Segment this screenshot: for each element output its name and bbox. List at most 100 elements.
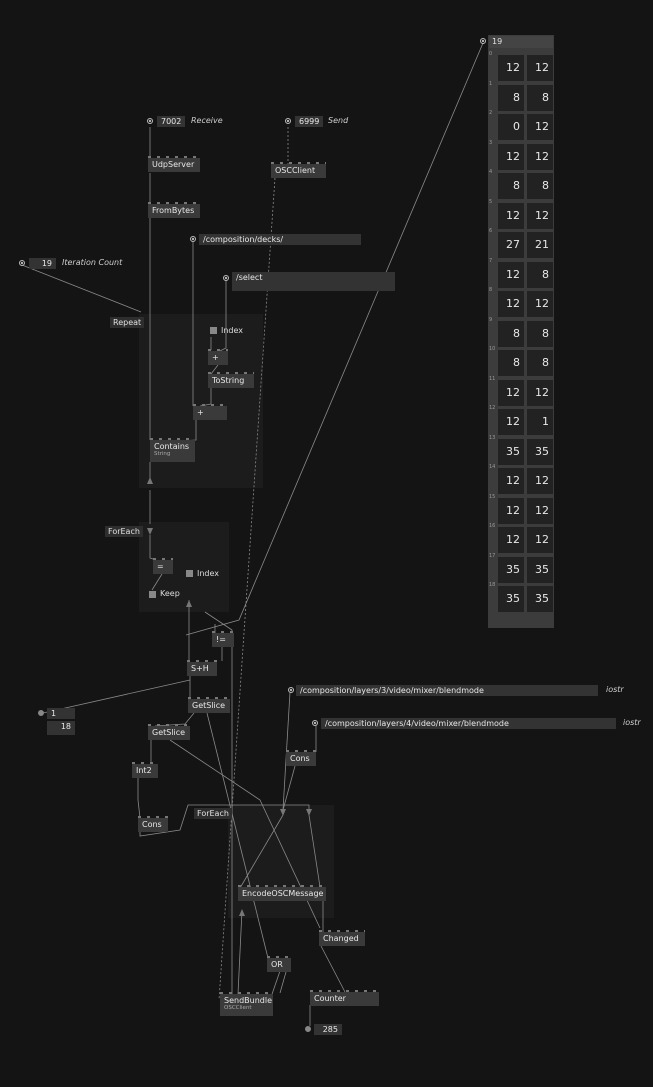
spread-cell-a[interactable]: 0 xyxy=(498,114,524,140)
send-port-box[interactable]: 6999 xyxy=(295,116,323,127)
spread-cell-b[interactable]: 8 xyxy=(527,173,553,199)
foreach2-input-triangle-2[interactable] xyxy=(306,809,312,816)
layer3-string-box[interactable]: /composition/layers/3/video/mixer/blendm… xyxy=(296,685,598,696)
spread-cell-b[interactable]: 12 xyxy=(527,380,553,406)
counter-node[interactable]: Counter xyxy=(310,990,379,1006)
spread-cell-a[interactable]: 12 xyxy=(498,380,524,406)
oscclient-node[interactable]: OSCClient xyxy=(271,162,326,178)
repeat-label: Repeat xyxy=(110,317,145,328)
spread-cell-b[interactable]: 21 xyxy=(527,232,553,258)
spread-row-index: 11 xyxy=(489,376,496,382)
spread-cell-b[interactable]: 35 xyxy=(527,439,553,465)
spread-cell-a[interactable]: 12 xyxy=(498,262,524,288)
spread-cell-b[interactable]: 35 xyxy=(527,557,553,583)
foreach2-output-triangle[interactable] xyxy=(239,909,245,916)
spread-cell-a[interactable]: 12 xyxy=(498,55,524,81)
layer4-string-pin[interactable] xyxy=(312,720,318,726)
spread-cell-a[interactable]: 12 xyxy=(498,291,524,317)
counter-output-pin[interactable] xyxy=(305,1026,311,1032)
tostring-node[interactable]: ToString xyxy=(208,372,254,388)
foreach-region-2[interactable] xyxy=(228,805,334,918)
changed-node[interactable]: Changed xyxy=(319,930,365,946)
spread-cell-a[interactable]: 8 xyxy=(498,350,524,376)
spread-row-index: 2 xyxy=(489,110,493,116)
spread-cell-b[interactable]: 8 xyxy=(527,262,553,288)
iteration-count-box[interactable]: 19 xyxy=(29,258,56,269)
int2-node[interactable]: Int2 xyxy=(132,762,158,778)
decks-string-pin[interactable] xyxy=(190,236,196,242)
spread-pin[interactable] xyxy=(480,38,486,44)
or-node[interactable]: OR xyxy=(267,956,291,972)
index-input-square-2[interactable] xyxy=(186,570,193,577)
spread-row-index: 9 xyxy=(489,317,493,323)
sendbundle-title: SendBundle xyxy=(224,996,272,1005)
slice-count-value-box[interactable]: 18 xyxy=(47,721,75,735)
spread-cell-a[interactable]: 35 xyxy=(498,586,524,612)
spread-cell-b[interactable]: 12 xyxy=(527,114,553,140)
layer3-string-pin[interactable] xyxy=(288,687,294,693)
iteration-count-pin[interactable] xyxy=(19,260,25,266)
iostr-label-1: iostr xyxy=(606,685,624,694)
spread-cell-a[interactable]: 8 xyxy=(498,85,524,111)
index-input-square[interactable] xyxy=(210,327,217,334)
cons-node-1[interactable]: Cons xyxy=(138,816,168,832)
spread-cell-b[interactable]: 12 xyxy=(527,144,553,170)
receive-port-box[interactable]: 7002 xyxy=(157,116,185,127)
spread-cell-a[interactable]: 35 xyxy=(498,439,524,465)
sh-node[interactable]: S+H xyxy=(187,660,217,676)
spread-cell-a[interactable]: 12 xyxy=(498,409,524,435)
spread-count[interactable]: 19 xyxy=(489,36,553,48)
repeat-output-triangle[interactable] xyxy=(147,477,153,484)
spread-cell-b[interactable]: 12 xyxy=(527,527,553,553)
spread-cell-a[interactable]: 8 xyxy=(498,321,524,347)
spread-cell-b[interactable]: 35 xyxy=(527,586,553,612)
spread-cell-b[interactable]: 12 xyxy=(527,55,553,81)
receive-pin[interactable] xyxy=(147,118,153,124)
spread-cell-a[interactable]: 12 xyxy=(498,468,524,494)
counter-output-box[interactable]: 285 xyxy=(314,1024,342,1035)
encode-osc-node[interactable]: EncodeOSCMessage xyxy=(238,885,326,901)
spread-cell-a[interactable]: 12 xyxy=(498,144,524,170)
spread-cell-a[interactable]: 12 xyxy=(498,498,524,524)
spread-cell-b[interactable]: 12 xyxy=(527,498,553,524)
slice-count-pin[interactable] xyxy=(38,710,44,716)
cons-node-2[interactable]: Cons xyxy=(286,750,316,766)
spread-cell-b[interactable]: 8 xyxy=(527,350,553,376)
spread-cell-a[interactable]: 8 xyxy=(498,173,524,199)
contains-node[interactable]: Contains String xyxy=(150,438,195,462)
udpserver-node[interactable]: UdpServer xyxy=(148,156,200,172)
foreach-input-triangle[interactable] xyxy=(147,528,153,535)
getslice-node-2[interactable]: GetSlice xyxy=(148,724,190,740)
spread-cell-b[interactable]: 1 xyxy=(527,409,553,435)
equals-node[interactable]: = xyxy=(153,558,173,574)
spread-row-index: 7 xyxy=(489,258,493,264)
spread-cell-a[interactable]: 35 xyxy=(498,557,524,583)
spread-cell-a[interactable]: 27 xyxy=(498,232,524,258)
getslice-node-1[interactable]: GetSlice xyxy=(188,697,230,713)
spread-cell-b[interactable]: 12 xyxy=(527,291,553,317)
layer4-string-box[interactable]: /composition/layers/4/video/mixer/blendm… xyxy=(321,718,616,729)
spread-cell-b[interactable]: 12 xyxy=(527,203,553,229)
keep-square[interactable] xyxy=(149,591,156,598)
spread-row-index: 14 xyxy=(489,464,496,470)
spread-cell-a[interactable]: 12 xyxy=(498,203,524,229)
decks-string-box[interactable]: /composition/decks/ xyxy=(199,234,361,245)
plus-node-2[interactable]: + xyxy=(193,404,227,420)
notequal-node[interactable]: != xyxy=(212,631,234,647)
spread-cell-a[interactable]: 12 xyxy=(498,527,524,553)
contains-title: Contains xyxy=(154,442,190,451)
spread-row-index: 0 xyxy=(489,51,493,57)
sendbundle-node[interactable]: SendBundle OSCClient xyxy=(220,992,273,1016)
spread-row-index: 16 xyxy=(489,523,496,529)
frombytes-node[interactable]: FromBytes xyxy=(148,202,200,218)
spread-cell-b[interactable]: 8 xyxy=(527,85,553,111)
foreach-output-triangle[interactable] xyxy=(186,600,192,607)
send-pin[interactable] xyxy=(285,118,291,124)
select-string-box[interactable]: /select xyxy=(232,272,395,291)
foreach2-input-triangle-1[interactable] xyxy=(280,809,286,816)
slice-count-box[interactable]: 1 xyxy=(47,708,75,719)
spread-cell-b[interactable]: 12 xyxy=(527,468,553,494)
select-string-pin[interactable] xyxy=(223,275,229,281)
spread-cell-b[interactable]: 8 xyxy=(527,321,553,347)
plus-node-1[interactable]: + xyxy=(208,349,228,365)
